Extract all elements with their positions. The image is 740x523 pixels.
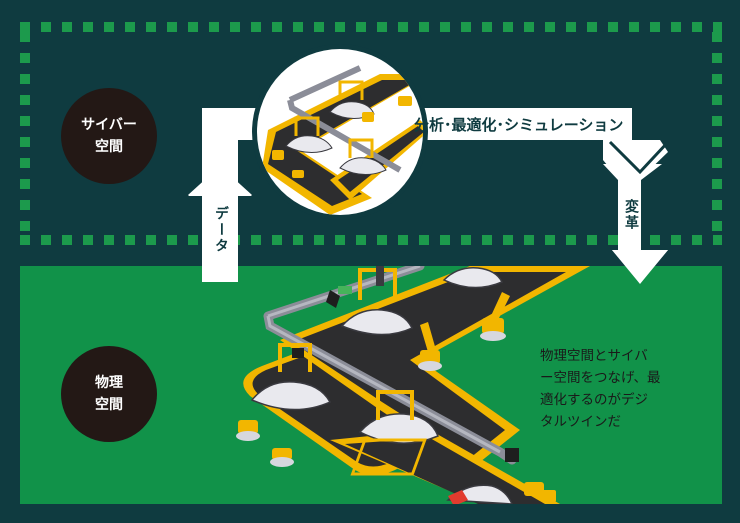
robot-arm-icon xyxy=(238,292,556,502)
cyber-space-label: サイバー 空間 xyxy=(61,88,157,184)
physical-space-label-line1: 物理 xyxy=(95,375,123,391)
cyber-space-dashed-frame xyxy=(20,22,722,245)
change-label: 変革 xyxy=(623,199,639,231)
analysis-label: 分析･最適化･シミュレーション xyxy=(414,116,624,134)
description-line: タルツインだ xyxy=(540,414,621,430)
cyber-space-label-line1: サイバー xyxy=(81,117,137,133)
data-label: データ xyxy=(213,206,229,254)
cyber-space-label-line2: 空間 xyxy=(95,139,123,155)
physical-space-label-line2: 空間 xyxy=(95,397,123,413)
description-line: 物理空間とサイバ xyxy=(540,348,648,364)
description-line: ー空間をつなげ、最 xyxy=(540,370,661,386)
physical-space-label: 物理 空間 xyxy=(61,346,157,442)
cyber-twin-lens xyxy=(252,44,428,220)
description-text: 物理空間とサイバ ー空間をつなげ、最 適化するのがデジ タルツインだ xyxy=(540,345,716,433)
factory-conveyor-illustration xyxy=(236,266,590,504)
description-line: 適化するのがデジ xyxy=(540,392,648,408)
